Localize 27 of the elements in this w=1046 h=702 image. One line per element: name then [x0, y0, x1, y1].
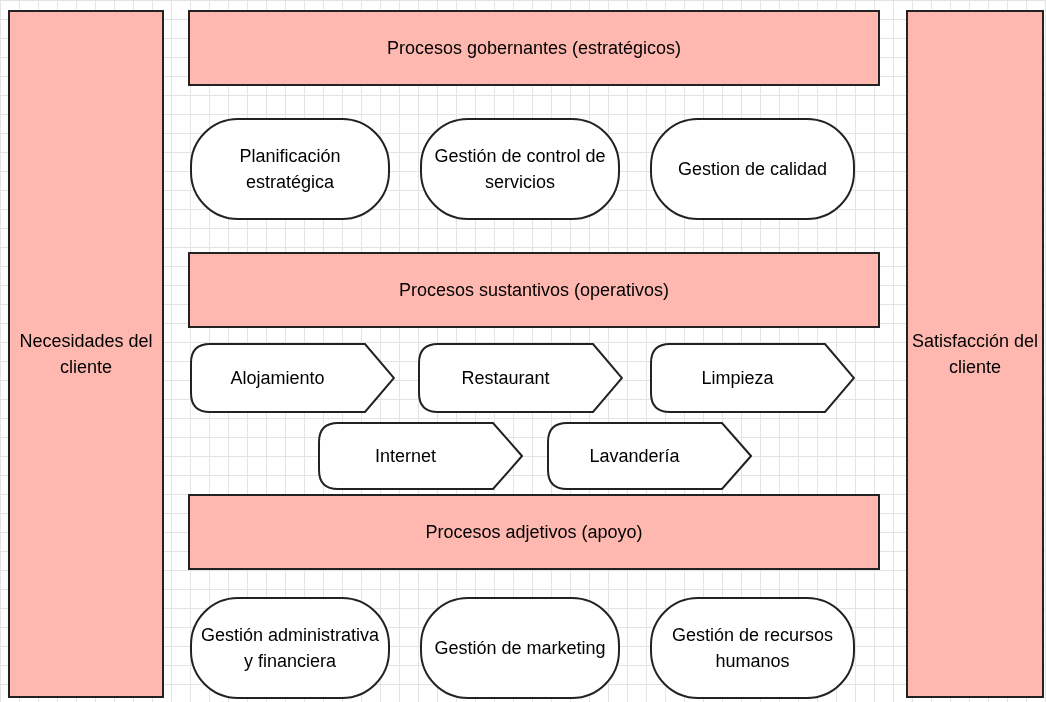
process-box — [650, 118, 855, 220]
process-label: Alojamiento — [230, 367, 325, 390]
process-label: Limpieza — [701, 367, 774, 390]
process-label: Gestion de calidad — [677, 158, 828, 181]
process-box — [420, 597, 620, 699]
category-label: Procesos adjetivos (apoyo) — [425, 521, 643, 544]
process-box — [190, 597, 390, 699]
process-label: Lavandería — [589, 445, 680, 468]
process-label: Restaurant — [461, 367, 550, 390]
category-band — [188, 494, 880, 570]
side-panel — [906, 10, 1044, 698]
category-label: Necesidades del cliente — [18, 330, 154, 379]
process-label: Gestión administrativa y financiera — [199, 624, 381, 673]
category-label: Satisfacción del cliente — [910, 330, 1040, 379]
category-band — [188, 252, 880, 328]
process-box — [650, 597, 855, 699]
category-label: Procesos gobernantes (estratégicos) — [386, 37, 682, 60]
process-label: Planificación estratégica — [238, 145, 342, 194]
process-box — [420, 118, 620, 220]
process-label: Gestión de control de servicios — [433, 145, 607, 194]
process-label: Internet — [374, 445, 436, 468]
process-label: Gestión de marketing — [434, 637, 606, 660]
process-box — [190, 118, 390, 220]
category-band — [188, 10, 880, 86]
process-label: Gestión de recursos humanos — [670, 624, 835, 673]
side-panel — [8, 10, 164, 698]
category-label: Procesos sustantivos (operativos) — [398, 279, 670, 302]
